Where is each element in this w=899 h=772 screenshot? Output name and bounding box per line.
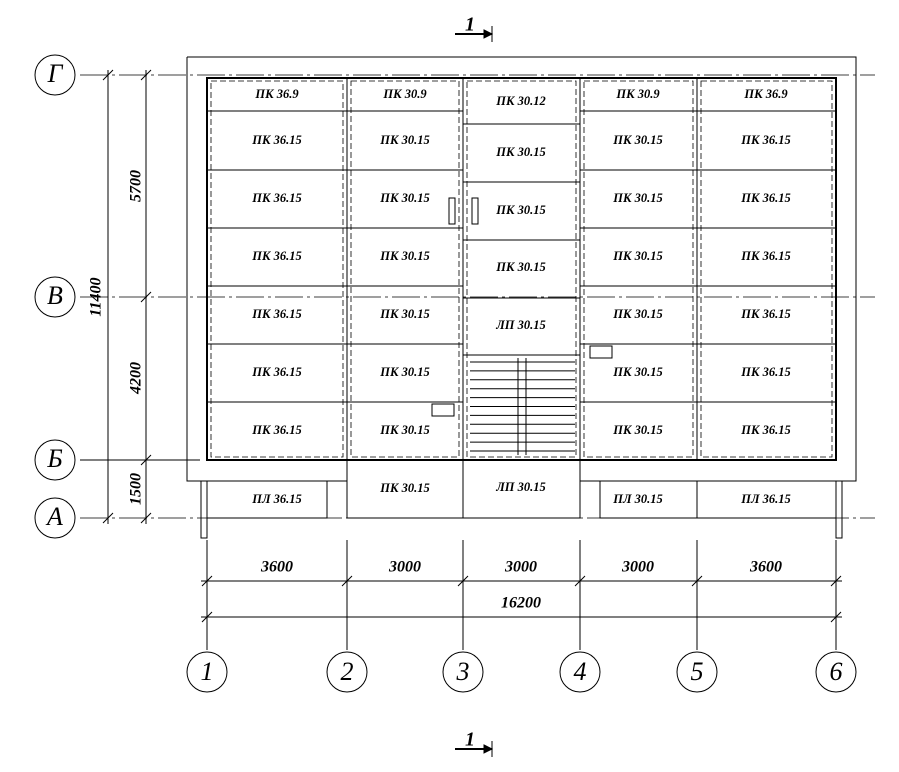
slab-label: ПК 36.15 — [251, 307, 301, 321]
axis-label-1: 1 — [201, 657, 214, 686]
dimension-tick — [201, 611, 213, 623]
axis-bubble-V — [34, 276, 76, 318]
opening-mark — [471, 197, 479, 225]
dimension-tick — [140, 454, 152, 466]
slab-label: ПК 30.15 — [495, 260, 545, 274]
slab-label: ПК 30.15 — [379, 191, 429, 205]
axis-label-5: 5 — [691, 657, 704, 686]
slab-label: ПК 36.15 — [251, 249, 301, 263]
slab-label: ПК 30.9 — [382, 87, 427, 101]
section-mark-label: 1 — [465, 14, 475, 36]
axis-bubble-2 — [326, 651, 368, 693]
slab-label: ПК 30.15 — [379, 307, 429, 321]
axis-label-G: Г — [47, 59, 64, 88]
slab-label: ПК 30.15 — [612, 423, 662, 437]
core-dashed-outline — [466, 80, 577, 458]
slab-label: ПК 30.15 — [612, 191, 662, 205]
slab-label: ПК 30.15 — [612, 365, 662, 379]
axis-bubble-B — [34, 439, 76, 481]
dimension-total-vertical: 11400 — [88, 277, 105, 316]
axis-bubble-A — [34, 497, 76, 539]
plan-lines — [34, 26, 875, 757]
slab-label: ПК 30.15 — [612, 133, 662, 147]
slab-label: ПЛ 30.15 — [612, 492, 663, 506]
slab-label: ПК 36.15 — [251, 423, 301, 437]
slab-label: ПК 36.9 — [743, 87, 788, 101]
dimension-tick — [140, 69, 152, 81]
axis-label-B: Б — [46, 444, 62, 473]
slab-dashed-outline — [700, 80, 833, 458]
slab-label: ПК 30.9 — [615, 87, 660, 101]
slab-label: ПК 30.15 — [379, 133, 429, 147]
slab-label: ПК 36.9 — [254, 87, 299, 101]
axis-label-2: 2 — [341, 657, 354, 686]
dimension-value: 3000 — [388, 559, 421, 576]
slab-label: ПК 30.15 — [379, 249, 429, 263]
dimension-value-vertical: 4200 — [128, 362, 145, 395]
axis-label-A: А — [45, 502, 63, 531]
building-outline — [186, 56, 857, 519]
opening-mark — [431, 403, 455, 417]
axis-bubble-5 — [676, 651, 718, 693]
dimension-value: 3600 — [260, 559, 293, 576]
dimension-tick — [102, 512, 114, 524]
axis-label-4: 4 — [574, 657, 587, 686]
slab-label: ПК 36.15 — [251, 191, 301, 205]
slab-label: ПК 36.15 — [740, 307, 790, 321]
slab-label: ПК 30.12 — [495, 94, 545, 108]
slab-label: ПК 30.15 — [379, 423, 429, 437]
dimension-value: 3600 — [749, 559, 782, 576]
dimension-tick — [830, 611, 842, 623]
slab-label: ПЛ 36.15 — [251, 492, 302, 506]
slab-label: ЛП 30.15 — [495, 318, 546, 332]
slab-dashed-outline — [583, 80, 694, 458]
dimension-total: 16200 — [501, 595, 541, 612]
slab-label: ПЛ 36.15 — [740, 492, 791, 506]
axis-bubble-4 — [559, 651, 601, 693]
axis-label-V: В — [47, 281, 63, 310]
opening-mark — [448, 197, 456, 225]
axis-bubble-3 — [442, 651, 484, 693]
slab-label: ПК 36.15 — [740, 191, 790, 205]
wall-stub-right — [835, 480, 843, 539]
axis-label-3: 3 — [456, 657, 470, 686]
axis-bubble-6 — [815, 651, 857, 693]
dimension-value-vertical: 1500 — [128, 473, 145, 505]
dimension-tick — [140, 512, 152, 524]
slab-dashed-outline — [350, 80, 460, 458]
slab-label: ПК 36.15 — [251, 365, 301, 379]
slab-label: ПК 36.15 — [740, 365, 790, 379]
slab-label: ПК 36.15 — [740, 423, 790, 437]
slab-label: ПК 36.15 — [251, 133, 301, 147]
slab-label: ПК 30.15 — [379, 365, 429, 379]
section-mark-arrow — [483, 744, 494, 754]
wall-stub-left — [200, 480, 208, 539]
opening-mark — [589, 345, 613, 359]
dimension-tick — [140, 291, 152, 303]
dimension-tick — [102, 69, 114, 81]
axis-label-6: 6 — [830, 657, 843, 686]
section-mark-arrow — [483, 29, 494, 39]
section-mark-label: 1 — [465, 729, 475, 751]
slab-label: ПК 36.15 — [740, 133, 790, 147]
slab-label: ПК 30.15 — [495, 145, 545, 159]
slab-label: ЛП 30.15 — [495, 480, 546, 494]
slab-label: ПК 30.15 — [612, 249, 662, 263]
slab-label: ПК 30.15 — [495, 203, 545, 217]
axis-bubble-1 — [186, 651, 228, 693]
slab-label: ПК 30.15 — [612, 307, 662, 321]
bottom-slab-3 — [462, 459, 581, 519]
axis-bubble-G — [34, 54, 76, 96]
dimension-value-vertical: 5700 — [128, 170, 145, 202]
dimension-value: 3000 — [621, 559, 654, 576]
slab-dashed-outline — [210, 80, 344, 458]
slab-label: ПК 30.15 — [379, 481, 429, 495]
slab-label: ПК 36.15 — [740, 249, 790, 263]
dimension-value: 3000 — [504, 559, 537, 576]
